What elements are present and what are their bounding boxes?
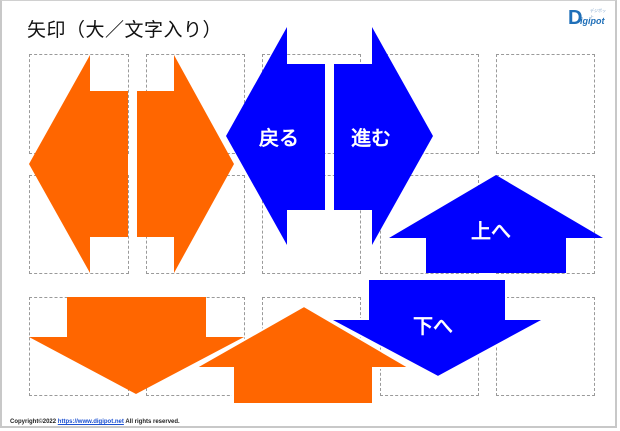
orange-down-arrow-icon[interactable] [29,297,244,394]
website-link[interactable]: https://www.digipot.net [57,419,124,425]
logo-kana: デジポット [590,8,606,19]
copyright-footer: Copyright©2022 https://www.digipot.net A… [10,419,180,425]
down-label: 下へ [413,314,453,338]
logo-text: igipot [580,16,605,26]
guide-box [496,54,595,154]
blue-up-arrow-icon[interactable] [389,175,603,273]
orange-left-arrow-icon[interactable] [29,55,128,273]
logo-initial: D [568,7,583,29]
blue-down-arrow-icon[interactable] [328,278,546,379]
up-label: 上へ [471,219,511,243]
rights-text: All rights reserved. [125,419,180,425]
page-title: 矢印（大／文字入り） [27,19,223,41]
digipot-logo: D デジポット igipot [568,7,608,31]
orange-right-arrow-icon[interactable] [137,55,234,273]
copyright-text: Copyright©2022 [10,419,57,425]
blue-right-arrow-icon[interactable] [334,27,433,245]
forward-label: 進む [351,126,391,150]
orange-up-arrow-icon[interactable] [191,304,414,405]
blue-left-arrow-icon[interactable] [226,27,325,245]
back-label: 戻る [259,126,299,150]
guide-box [496,297,595,396]
